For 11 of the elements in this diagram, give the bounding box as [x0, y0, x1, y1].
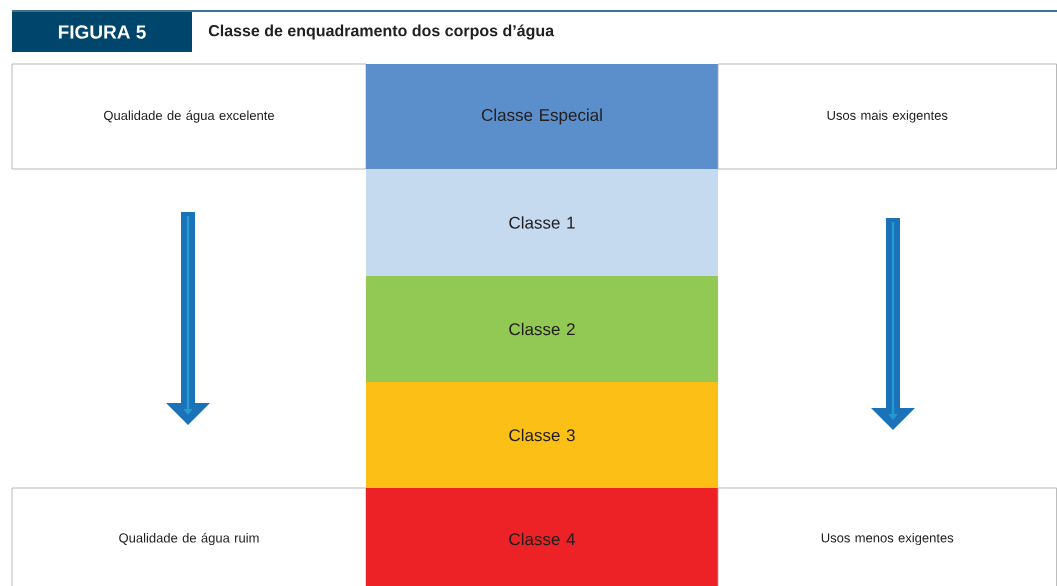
figure-tag: FIGURA 5 [12, 12, 192, 52]
class-band: Classe 3 [366, 382, 718, 488]
text-box: Usos mais exigentes [717, 63, 1057, 170]
class-band: Classe 2 [366, 276, 718, 382]
class-band: Classe 4 [366, 488, 718, 586]
text-box: Qualidade de água excelente [11, 63, 367, 170]
text-box: Qualidade de água ruim [11, 487, 367, 586]
class-band: Classe Especial [366, 64, 718, 169]
class-band: Classe 1 [366, 169, 718, 276]
text-box: Usos menos exigentes [717, 487, 1057, 586]
title: Classe de enquadramento dos corpos d’água [208, 24, 555, 40]
